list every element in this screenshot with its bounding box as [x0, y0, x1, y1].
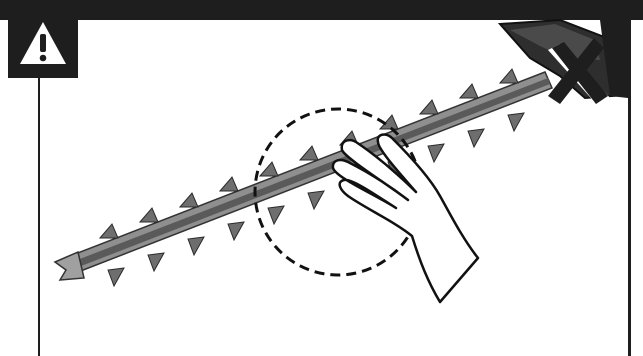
x-mark-icon [548, 38, 612, 106]
hand-illustration [331, 133, 480, 304]
warning-triangle-icon [20, 22, 66, 64]
left-border [38, 78, 40, 356]
right-border [628, 20, 631, 356]
blade [53, 68, 554, 288]
top-border [0, 0, 643, 20]
warning-badge [8, 8, 78, 78]
